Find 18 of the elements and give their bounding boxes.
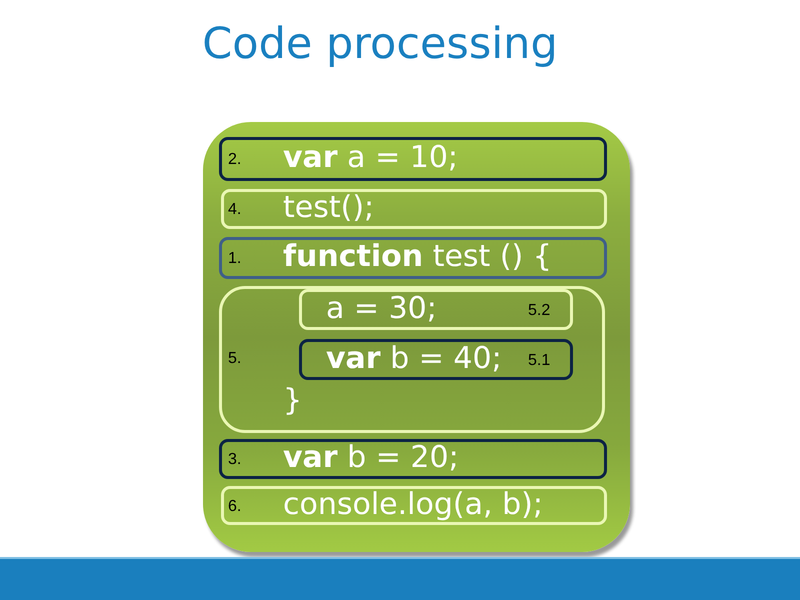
step-number: 2. <box>228 150 242 170</box>
step-number: 5. <box>228 349 242 369</box>
code-line: var b = 20; <box>283 440 459 476</box>
step-number: 4. <box>228 200 242 220</box>
code-line: var a = 10; <box>283 140 458 176</box>
code-line: function test () { <box>283 239 552 275</box>
code-line: test(); <box>283 190 374 226</box>
code-line: var b = 40; <box>326 340 502 376</box>
step-number: 3. <box>228 450 242 470</box>
step-number: 5.1 <box>528 350 550 370</box>
step-number: 6. <box>228 496 242 516</box>
slide-title: Code processing <box>201 18 559 70</box>
code-panel <box>203 122 630 552</box>
code-line: a = 30; <box>326 290 437 326</box>
code-line: } <box>283 383 302 419</box>
step-number: 1. <box>228 249 242 269</box>
code-line: console.log(a, b); <box>283 487 543 523</box>
step-number: 5.2 <box>528 300 550 320</box>
